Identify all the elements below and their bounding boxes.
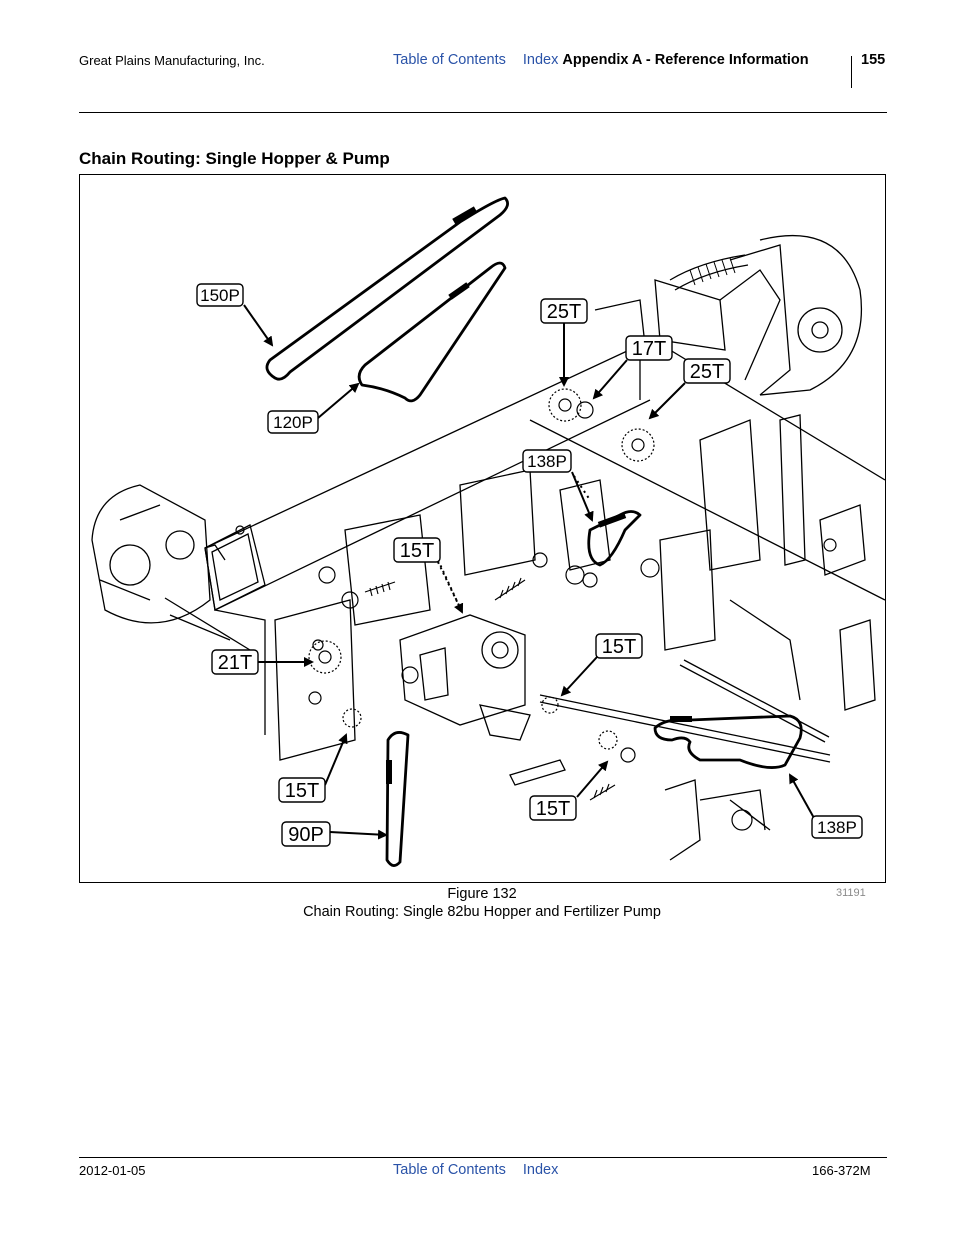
document-number: 166-372M bbox=[812, 1163, 871, 1178]
chain-routing-drawing: 150P 120P 25T 17T 25T 138P 15T 15T 21T 1… bbox=[91, 196, 885, 867]
header-rule bbox=[79, 112, 887, 113]
callout-15t-d: 15T bbox=[536, 798, 570, 820]
section-title: Chain Routing: Single Hopper & Pump bbox=[79, 149, 390, 168]
appendix-title: Appendix A - Reference Information bbox=[562, 52, 809, 68]
chains bbox=[265, 196, 803, 867]
chain-links bbox=[386, 206, 692, 784]
callout-25t-b: 25T bbox=[690, 361, 724, 383]
header-nav: Table of Contents Index Appendix A - Refe… bbox=[393, 52, 809, 68]
callout-17t: 17T bbox=[632, 338, 666, 360]
callout-25t-a: 25T bbox=[547, 301, 581, 323]
callout-138p-b: 138P bbox=[817, 818, 857, 837]
callout-120p: 120P bbox=[273, 413, 313, 432]
drawing-id: 31191 bbox=[836, 887, 866, 899]
callout-15t-c: 15T bbox=[285, 780, 319, 802]
figure-frame bbox=[79, 174, 886, 883]
dotted-leaders bbox=[437, 475, 591, 613]
header-index-link[interactable]: Index bbox=[522, 52, 559, 68]
callout-labels: 150P 120P 25T 17T 25T 138P 15T 15T 21T 1… bbox=[200, 286, 857, 846]
figure-caption: Chain Routing: Single 82bu Hopper and Fe… bbox=[303, 904, 661, 920]
springs bbox=[364, 577, 616, 801]
footer-index-link[interactable]: Index bbox=[522, 1162, 559, 1178]
callout-138p-a: 138P bbox=[527, 452, 567, 471]
figure-number: Figure 132 bbox=[447, 886, 517, 902]
header-divider bbox=[851, 56, 852, 88]
machine-frame bbox=[91, 234, 885, 861]
callout-150p: 150P bbox=[200, 286, 240, 305]
callout-boxes bbox=[196, 283, 863, 847]
header-toc-link[interactable]: Table of Contents bbox=[393, 52, 506, 68]
callout-15t-b: 15T bbox=[602, 636, 636, 658]
page-number: 155 bbox=[861, 52, 886, 68]
footer-rule bbox=[79, 1157, 887, 1158]
callout-15t-a: 15T bbox=[400, 540, 434, 562]
callout-90p: 90P bbox=[288, 824, 324, 846]
company-name: Great Plains Manufacturing, Inc. bbox=[79, 53, 265, 68]
callout-arrows bbox=[243, 304, 815, 840]
footer-date: 2012-01-05 bbox=[79, 1163, 146, 1178]
sprockets bbox=[235, 388, 837, 831]
callout-21t: 21T bbox=[218, 652, 252, 674]
footer-nav: Table of Contents Index bbox=[393, 1162, 558, 1178]
footer-toc-link[interactable]: Table of Contents bbox=[393, 1162, 506, 1178]
